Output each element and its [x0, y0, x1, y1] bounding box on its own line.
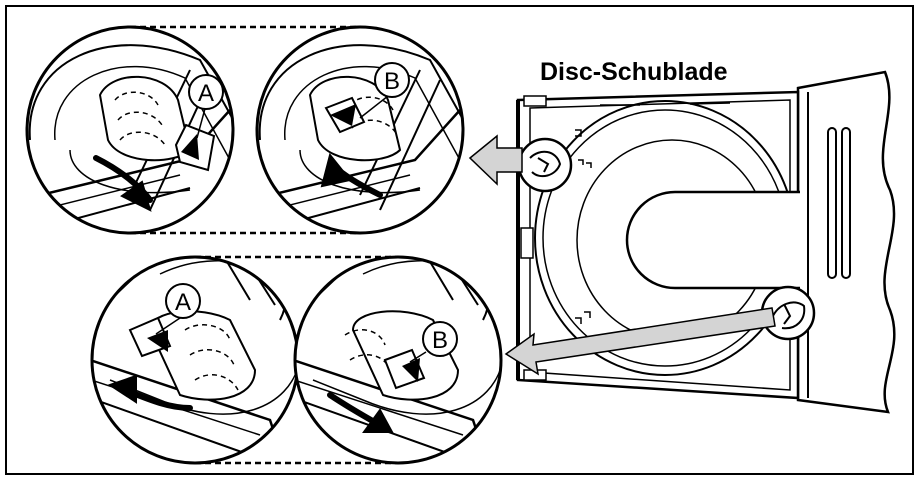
- front-bezel: [796, 70, 896, 414]
- disc-drawer: [516, 70, 896, 414]
- detail-circle-top-right: B: [255, 25, 465, 235]
- callout-b-bottom: B: [432, 327, 448, 354]
- callout-b-bottom-circle: [422, 321, 458, 357]
- callout-a-bottom-circle: [165, 283, 201, 319]
- callout-b-top-circle: [374, 62, 410, 98]
- outer-frame: [5, 5, 914, 475]
- callout-arrow-top: [468, 134, 523, 186]
- callout-a-bottom: A: [175, 289, 191, 316]
- callout-a-top: A: [198, 80, 214, 107]
- callout-arrow-bottom: [504, 307, 776, 376]
- title-label: Disc-Schublade: [540, 58, 728, 86]
- dashed-connectors: [130, 25, 398, 465]
- detail-circle-bottom-left: A: [90, 255, 300, 465]
- detail-circle-top-left: A: [25, 25, 235, 235]
- callout-b-top: B: [384, 68, 400, 95]
- detail-circle-bottom-right: B: [293, 255, 503, 465]
- callout-a-top-circle: [188, 74, 224, 110]
- latch-highlight-top: [517, 137, 573, 193]
